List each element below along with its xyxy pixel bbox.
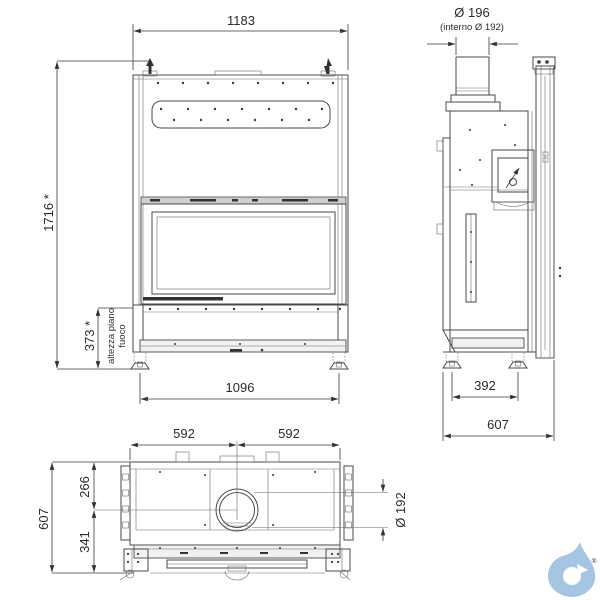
logo-hole xyxy=(563,567,581,585)
dim-hearth-height: 373 * altezza piano fuoco xyxy=(82,307,133,369)
registered-mark: ® xyxy=(592,557,597,565)
damper-mechanism xyxy=(443,149,535,211)
dim-overall-height: 1716 * xyxy=(41,60,150,370)
flue-pipe xyxy=(445,56,501,112)
upper-access-plate xyxy=(151,100,331,129)
feet-spacing-front-label: 1096 xyxy=(226,380,255,395)
half-width-right-label: 592 xyxy=(278,426,300,441)
adjustable-foot-front-left xyxy=(130,351,150,370)
dim-front-width: 1183 xyxy=(132,13,349,70)
top-center-tab xyxy=(214,70,262,76)
front-view: 1183 1716 * 373 * altezza piano fuoco 10… xyxy=(41,13,349,404)
adjustable-foot-side-rear xyxy=(508,351,528,369)
dim-depth-plan: 607 xyxy=(36,461,134,574)
depth-side-label: 607 xyxy=(487,417,509,432)
side-view: Ø 196 (interno Ø 192) xyxy=(427,5,562,441)
dim-flue-diameter: Ø 196 (interno Ø 192) xyxy=(427,5,518,55)
door-top-rail xyxy=(140,196,347,205)
base-frame xyxy=(132,304,349,353)
glass-window xyxy=(140,203,347,305)
top-bolt-row xyxy=(156,81,335,85)
roller-block-right xyxy=(325,548,351,579)
flue-offset-front-label: 341 xyxy=(77,531,92,553)
front-body xyxy=(130,58,349,370)
side-body xyxy=(436,56,562,369)
dim-feet-spacing-side: 392 xyxy=(451,372,519,401)
dim-flue-offsets: 266 341 xyxy=(77,462,237,573)
adjustable-foot-front-right xyxy=(329,351,349,370)
plan-view: 592 592 607 266 341 xyxy=(36,426,408,581)
flue-diameter-plan-label: Ø 192 xyxy=(393,492,408,527)
feet-spacing-side-label: 392 xyxy=(474,378,496,393)
front-width-label: 1183 xyxy=(227,13,255,28)
hearth-note-line2: fuoco xyxy=(117,324,128,347)
hearth-height-label: 373 * xyxy=(82,321,97,351)
half-width-left-label: 592 xyxy=(173,426,195,441)
lifting-hook-right xyxy=(320,58,336,77)
front-glass-edge xyxy=(442,137,451,331)
side-lower-section xyxy=(442,213,554,359)
flue-offset-rear-label: 266 xyxy=(77,476,92,498)
depth-plan-label: 607 xyxy=(36,508,51,530)
center-roller xyxy=(224,570,250,581)
dim-half-widths: 592 592 xyxy=(129,426,341,460)
brand-logo: ® xyxy=(548,542,597,597)
adjustable-foot-side-front xyxy=(442,351,462,369)
door-handle-bar xyxy=(143,297,223,301)
door-rail-assembly xyxy=(119,544,351,581)
roller-block-left xyxy=(123,548,149,579)
hearth-note-line1: altezza piano xyxy=(106,308,117,364)
flue-outer-label: Ø 196 xyxy=(454,5,489,20)
dim-depth-side: 607 xyxy=(442,360,555,441)
flue-inner-label: (interno Ø 192) xyxy=(440,22,504,33)
lifting-hook-left xyxy=(142,58,158,77)
logo-gap xyxy=(577,564,588,574)
overall-height-label: 1716 * xyxy=(41,194,56,232)
dim-flue-diameter-plan: Ø 192 xyxy=(380,479,408,541)
plan-body xyxy=(119,441,388,581)
counterweight-rail xyxy=(532,56,562,359)
bottom-bolt-row xyxy=(143,307,342,313)
dim-feet-spacing-front: 1096 xyxy=(139,373,340,404)
